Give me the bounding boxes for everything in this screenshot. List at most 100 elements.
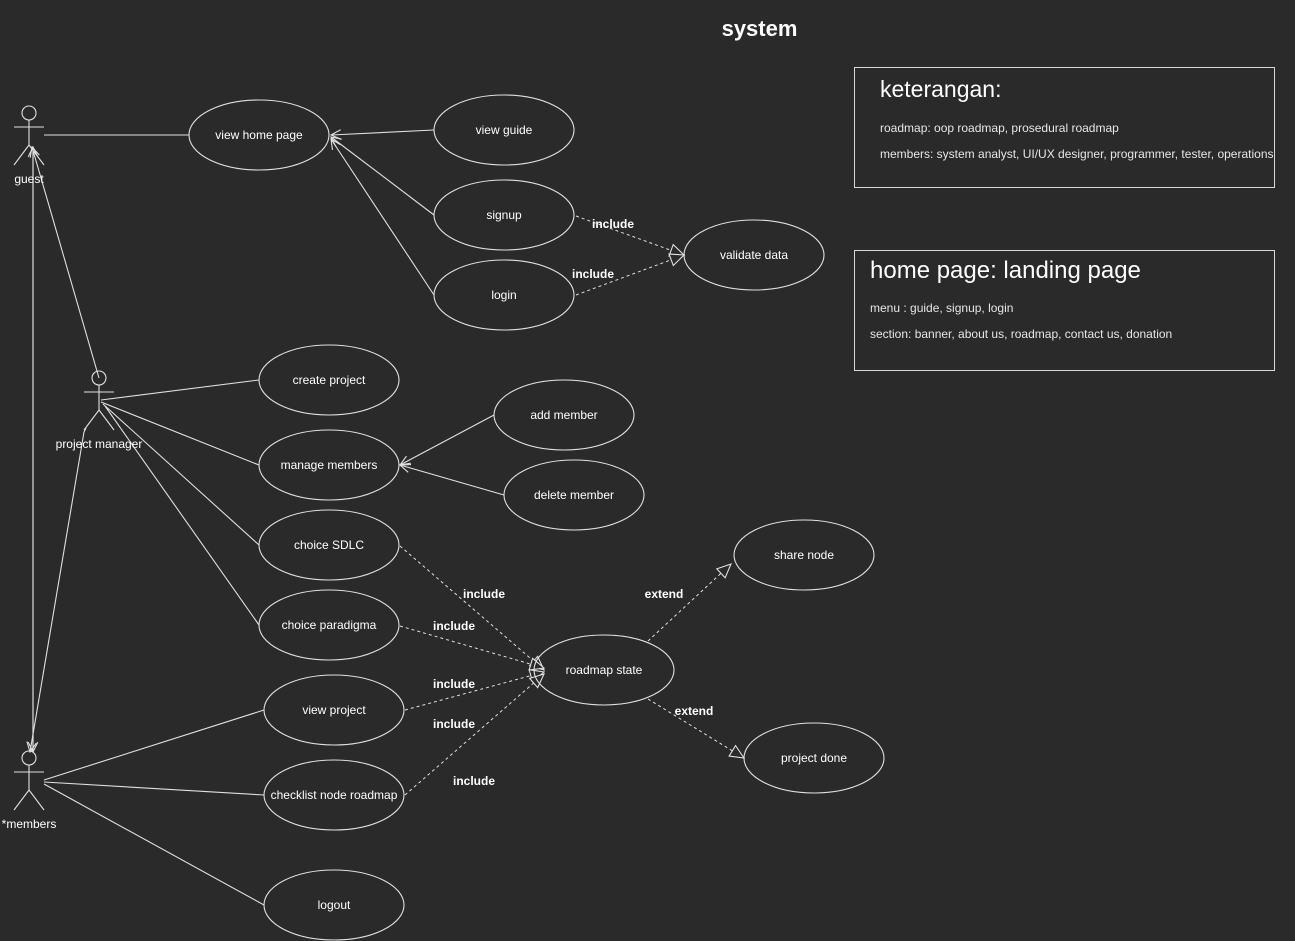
actor-guest: guest [13, 105, 45, 186]
association-stroke [330, 129, 435, 136]
use-case-ellipse [493, 379, 635, 451]
note-home-page-line-section: section: banner, about us, roadmap, cont… [870, 327, 1173, 341]
association-line [102, 403, 260, 546]
relation-stroke [575, 215, 685, 256]
use-case-create-project: create project [258, 344, 400, 416]
use-case-manage-members: manage members [258, 429, 400, 501]
use-case-ellipse [258, 509, 400, 581]
use-case-label: share node [774, 548, 834, 562]
use-case-label: add member [530, 408, 597, 422]
use-case-label: logout [318, 898, 351, 912]
relation-label-include: include [463, 587, 505, 601]
use-case-label: checklist node roadmap [271, 788, 398, 802]
use-case-login: login [433, 259, 575, 331]
association-line [43, 781, 265, 796]
note-home-page: home page: landing page menu : guide, si… [854, 250, 1275, 371]
association-line [330, 137, 435, 296]
association-stroke [43, 781, 265, 796]
use-case-ellipse [433, 179, 575, 251]
labels-layer: includeincludeincludeincludeincludeinclu… [433, 217, 713, 788]
use-case-validate-data: validate data [683, 219, 825, 291]
open-arrowhead [330, 137, 341, 150]
note-keterangan-heading: keterangan: [880, 76, 1002, 102]
relation-stroke [404, 671, 545, 711]
use-case-label: delete member [534, 488, 614, 502]
relation-stroke [399, 545, 545, 671]
open-arrowhead [398, 462, 411, 473]
actor-right-leg [28, 789, 45, 811]
use-case-add-member: add member [493, 379, 635, 451]
relation-label-include: include [433, 717, 475, 731]
note-home-page-line-menu: menu : guide, signup, login [870, 301, 1014, 315]
relation-label-include: include [433, 619, 475, 633]
association-stroke [100, 379, 260, 401]
actor-label: *members [2, 817, 57, 831]
association-stroke [399, 414, 495, 466]
relation-include [575, 253, 686, 296]
relation-label-include: include [572, 267, 614, 281]
association-line [27, 145, 39, 752]
association-stroke [104, 405, 260, 626]
use-case-view-home-page: view home page [188, 99, 330, 171]
use-case-label: signup [486, 208, 522, 222]
association-stroke [330, 138, 435, 296]
association-stroke [31, 146, 100, 379]
association-line [398, 414, 495, 466]
relation-extend [647, 698, 746, 759]
actor-head [21, 750, 37, 766]
use-case-label: view guide [476, 123, 533, 137]
association-stroke [102, 403, 260, 546]
relation-label-extend: extend [675, 704, 714, 718]
use-case-ellipse [533, 634, 675, 706]
use-case-label: choice SDLC [294, 538, 364, 552]
use-case-label: view home page [215, 128, 303, 142]
relation-label-extend: extend [645, 587, 684, 601]
actor-label: project manager [56, 437, 143, 451]
hollow-triangle-arrowhead [528, 657, 546, 671]
diagram-title: system [721, 16, 798, 41]
use-case-project-done: project done [743, 722, 885, 794]
use-case-choice-sdlc: choice SDLC [258, 509, 400, 581]
actor-left-leg [13, 144, 30, 166]
use-case-label: manage members [281, 458, 378, 472]
use-case-share-node: share node [733, 519, 875, 591]
nodes-layer: view home page view guide signup login valid… [2, 94, 885, 941]
use-case-ellipse [263, 674, 405, 746]
use-case-delete-member: delete member [503, 459, 645, 531]
association-line [100, 379, 260, 401]
association-line [104, 405, 260, 626]
association-line [329, 129, 435, 140]
actor-project-manager: project manager [56, 370, 143, 451]
use-case-ellipse [188, 99, 330, 171]
actor-left-leg [83, 409, 100, 431]
association-line [43, 783, 265, 906]
relation-label-include: include [592, 217, 634, 231]
relation-stroke [575, 254, 685, 296]
use-case-signup: signup [433, 179, 575, 251]
relation-stroke [647, 563, 732, 642]
use-case-logout: logout [263, 869, 405, 941]
use-case-choice-paradigma: choice paradigma [258, 589, 400, 661]
association-stroke [43, 783, 265, 906]
actor-head [21, 105, 37, 121]
association-stroke [100, 401, 260, 466]
relation-stroke [647, 698, 745, 759]
hollow-triangle-arrowhead [728, 744, 746, 759]
actor-right-leg [28, 144, 45, 166]
relation-stroke [404, 673, 545, 796]
use-case-ellipse [258, 344, 400, 416]
open-arrowhead [27, 145, 39, 158]
use-case-view-guide: view guide [433, 94, 575, 166]
actor-members: *members [2, 750, 57, 831]
use-case-ellipse [733, 519, 875, 591]
use-case-ellipse [683, 219, 825, 291]
use-case-label: validate data [720, 248, 788, 262]
use-case-ellipse [258, 589, 400, 661]
association-line [43, 709, 265, 781]
note-keterangan-line-roadmap: roadmap: oop roadmap, prosedural roadmap [880, 121, 1119, 135]
use-case-ellipse [433, 94, 575, 166]
use-case-view-project: view project [263, 674, 405, 746]
open-arrowhead [29, 145, 40, 158]
